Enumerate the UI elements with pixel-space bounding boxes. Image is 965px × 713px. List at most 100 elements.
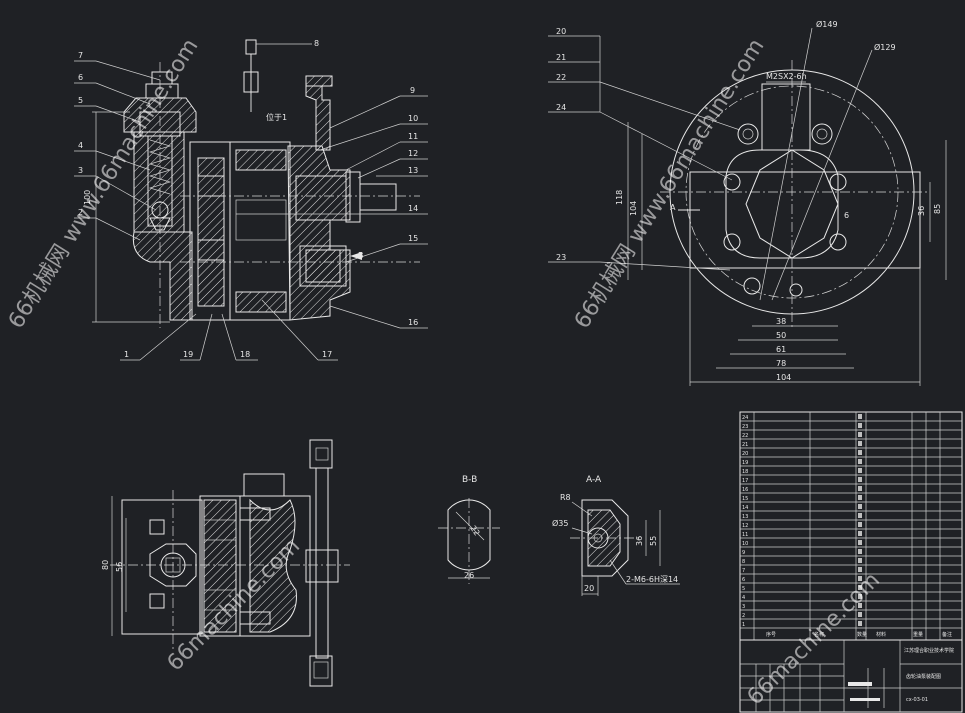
tb-row-number: 3	[742, 604, 745, 610]
section-bb-dim-width: 26	[464, 571, 474, 580]
section-aa-dim-36: 36	[635, 536, 644, 546]
tb-row-qty-mark	[858, 423, 862, 428]
tb-row-qty-mark	[858, 576, 862, 581]
main-callout-9: 9	[410, 86, 415, 95]
tb-head-note: 备注	[942, 631, 952, 638]
tb-row-number: 16	[742, 487, 748, 493]
tb-head-qty: 数量	[857, 631, 867, 638]
main-callout-1: 1	[124, 350, 129, 359]
section-aa-dim-20: 20	[584, 584, 594, 593]
main-right-callouts: 9 10 11 12 13 14 15 16	[236, 86, 428, 329]
section-aa-dim-dia: Ø35	[552, 518, 568, 528]
tb-head-mat: 材料	[876, 631, 886, 638]
main-callout-18: 18	[240, 350, 250, 359]
tb-row-qty-mark	[858, 414, 862, 419]
tb-school: 江苏理合职业技术学院	[904, 647, 954, 654]
top-callout-24: 24	[556, 103, 566, 112]
tb-row-number: 23	[742, 424, 748, 430]
title-block: 242322212019181716151413121110987654321 …	[739, 411, 963, 713]
side-dim-80: 80	[101, 560, 110, 570]
main-callout-19: 19	[183, 350, 193, 359]
main-callout-8: 8	[314, 39, 319, 48]
tb-row-qty-mark	[858, 468, 862, 473]
tb-row-number: 7	[742, 568, 745, 574]
tb-row-number: 17	[742, 478, 748, 484]
main-position-label: 位于1	[266, 112, 287, 122]
main-callout-10: 10	[408, 114, 418, 123]
tb-row-qty-mark	[858, 612, 862, 617]
tb-row-qty-mark	[858, 522, 862, 527]
top-callout-22: 22	[556, 73, 566, 82]
top-dim-104: 104	[629, 201, 638, 216]
tb-row-number: 13	[742, 514, 748, 520]
section-bb-title: B-B	[462, 475, 477, 485]
main-callout-5: 5	[78, 96, 83, 105]
tb-head-name: 名称	[814, 631, 824, 638]
side-dim-56: 56	[115, 562, 124, 572]
main-section-mark-b: B	[358, 251, 364, 260]
section-aa-dim-55: 55	[649, 536, 658, 546]
top-dim-38: 38	[776, 317, 786, 326]
top-dia-large: Ø149	[816, 19, 838, 29]
main-callout-12: 12	[408, 149, 418, 158]
top-left-callouts: 20 21 22 24 23	[548, 27, 741, 271]
tb-row-number: 2	[742, 613, 745, 619]
tb-row-number: 15	[742, 496, 748, 502]
tb-drawing-no: cx-03-01	[906, 697, 928, 703]
section-aa-thread-note: 2-M6-6H深14	[626, 575, 678, 584]
main-callout-3: 3	[78, 166, 83, 175]
tb-row-qty-mark	[858, 603, 862, 608]
tb-row-qty-mark	[858, 594, 862, 599]
tb-head-wt: 重量	[913, 631, 923, 638]
side-view: 80 56	[101, 439, 350, 687]
top-dia-small: Ø129	[874, 42, 896, 52]
tb-row-number: 5	[742, 586, 745, 592]
main-callout-15: 15	[408, 234, 418, 243]
tb-row-qty-mark	[858, 486, 862, 491]
tb-row-number: 11	[742, 532, 748, 538]
top-section-mark-a: A	[670, 203, 676, 212]
top-dim-50: 50	[776, 331, 786, 340]
main-callout-16: 16	[408, 318, 418, 327]
top-dim-36: 36	[917, 206, 926, 216]
tb-row-number: 19	[742, 460, 748, 466]
tb-row-qty-mark	[858, 621, 862, 626]
main-section-view: 100 7 6 5 4 3 2 8 位于1	[74, 39, 428, 361]
tb-row-number: 8	[742, 559, 745, 565]
top-view: Ø149 Ø129 M2SX2-6h 20 21 22 24 23 118 10…	[548, 19, 947, 386]
top-dim-78: 78	[776, 359, 786, 368]
top-dim-104h: 104	[776, 373, 791, 382]
main-callout-2: 2	[78, 208, 83, 217]
tb-row-qty-mark	[858, 513, 862, 518]
top-callout-21: 21	[556, 53, 566, 62]
main-left-callouts: 7 6 5 4 3 2	[74, 51, 161, 241]
main-callout-13: 13	[408, 166, 418, 175]
top-dim-61: 61	[776, 345, 786, 354]
tb-row-number: 1	[742, 622, 745, 628]
section-bb: B-B 22 26	[438, 475, 500, 584]
tb-row-qty-mark	[858, 432, 862, 437]
tb-row-qty-mark	[858, 567, 862, 572]
top-thread: M2SX2-6h	[766, 72, 807, 81]
tb-head-seq: 序号	[766, 631, 776, 638]
tb-row-qty-mark	[858, 450, 862, 455]
tb-row-qty-mark	[858, 477, 862, 482]
tb-row-qty-mark	[858, 441, 862, 446]
tb-row-qty-mark	[858, 504, 862, 509]
section-aa-title: A-A	[586, 475, 602, 485]
main-callout-11: 11	[408, 132, 418, 141]
main-bottom-callouts: 1 19 18 17	[120, 299, 338, 361]
tb-row-qty-mark	[858, 495, 862, 500]
tb-row-number: 22	[742, 433, 748, 439]
tb-drawing-name: 齿轮油泵装配图	[906, 673, 941, 680]
tb-row-number: 24	[742, 415, 748, 421]
section-aa-dim-r: R8	[560, 493, 571, 502]
tb-row-number: 20	[742, 451, 748, 457]
main-callout-6: 6	[78, 73, 83, 82]
top-dim-85: 85	[933, 204, 942, 214]
tb-row-qty-mark	[858, 585, 862, 590]
tb-row-number: 21	[742, 442, 748, 448]
main-callout-4: 4	[78, 141, 83, 150]
main-dim-vertical: 100	[83, 190, 92, 205]
